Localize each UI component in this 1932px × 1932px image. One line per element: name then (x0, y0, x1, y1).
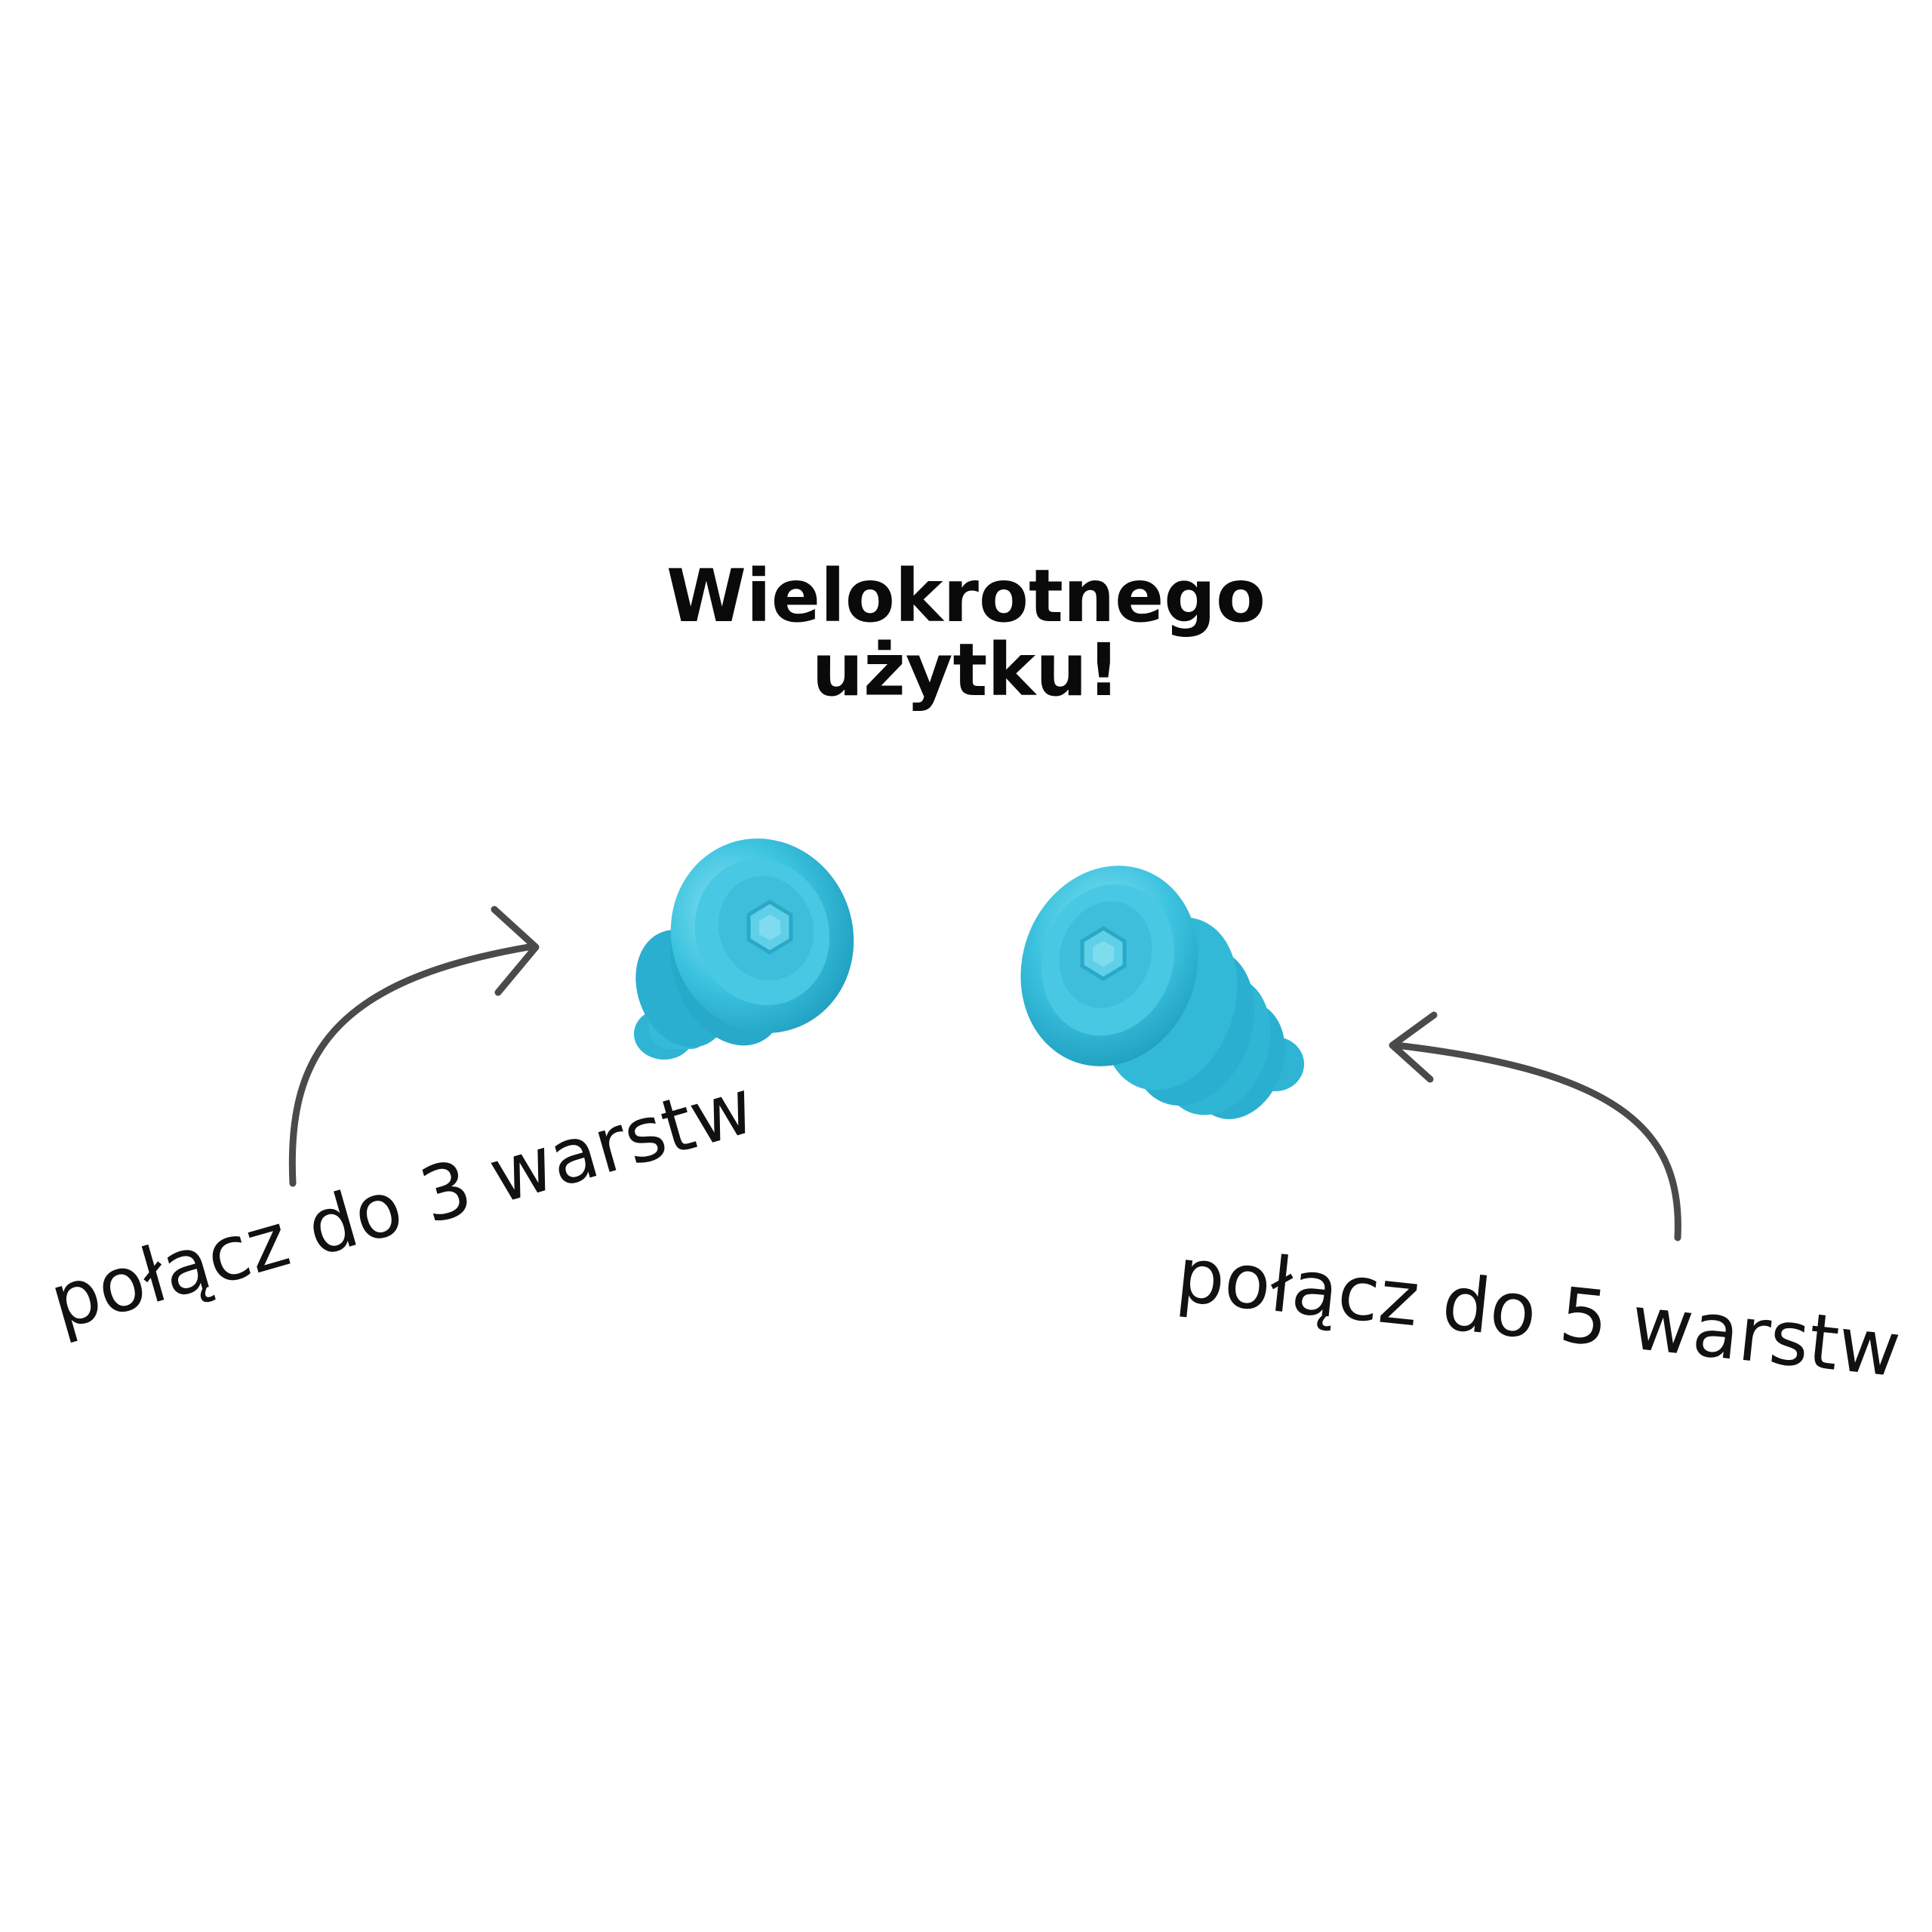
earplug-3-layer-icon (634, 838, 854, 1060)
heading-line-2: użytku! (811, 628, 1121, 712)
left-curved-arrow-icon (288, 906, 540, 1187)
heading-line-1: Wielokrotnego (666, 554, 1266, 638)
earplug-5-layer-icon (1020, 866, 1304, 1119)
right-curved-arrow-icon (1389, 1011, 1681, 1241)
